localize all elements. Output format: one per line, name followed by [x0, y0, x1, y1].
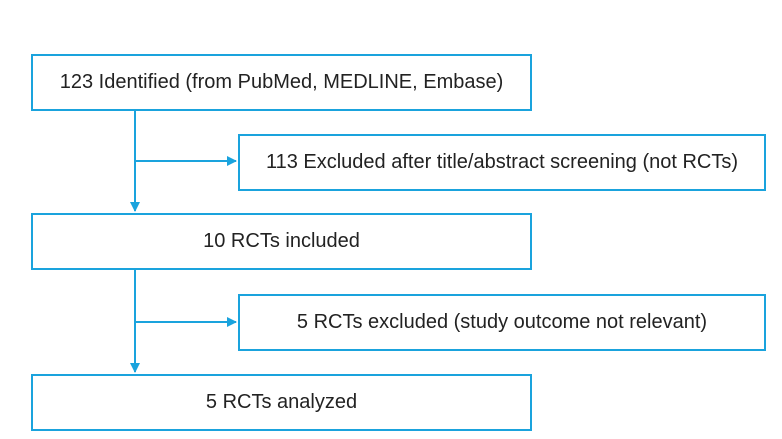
- analyzed-text: 5 RCTs analyzed: [205, 391, 358, 413]
- identified-text: 123 Identified (from PubMed, MEDLINE, Em…: [59, 71, 504, 93]
- identified-box: 123 Identified (from PubMed, MEDLINE, Em…: [31, 54, 532, 111]
- excluded-outcome-text: 5 RCTs excluded (study outcome not relev…: [296, 311, 708, 333]
- analyzed-box: 5 RCTs analyzed: [31, 374, 532, 431]
- included-box: 10 RCTs included: [31, 213, 532, 270]
- excluded-screening-box: 113 Excluded after title/abstract screen…: [238, 134, 766, 191]
- included-text: 10 RCTs included: [203, 230, 360, 252]
- excluded-outcome-box: 5 RCTs excluded (study outcome not relev…: [238, 294, 766, 351]
- excluded-screening-text: 113 Excluded after title/abstract screen…: [265, 151, 739, 173]
